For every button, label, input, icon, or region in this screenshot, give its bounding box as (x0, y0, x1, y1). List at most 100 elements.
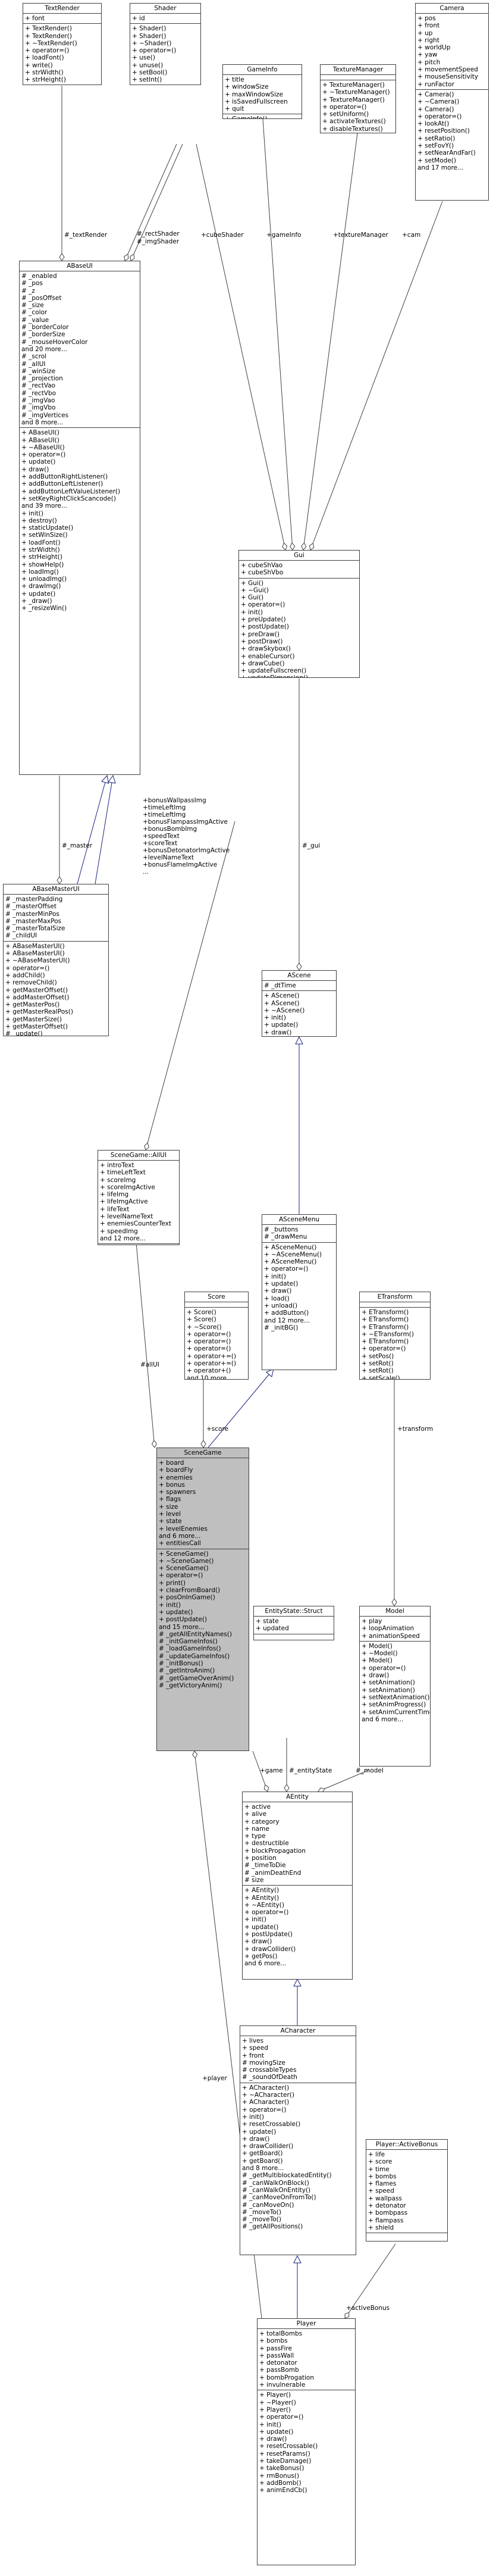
attribute: + time (368, 2165, 390, 2173)
gui-title: Gui (239, 551, 359, 561)
attribute: # _color (21, 309, 48, 317)
attribute: + destructible (244, 1840, 289, 1847)
camera-attributes: + pos+ front+ up+ right+ worldUp+ yaw+ p… (416, 14, 488, 90)
class-acharacter[interactable]: ACharacter+ lives+ speed+ front# movingS… (240, 2025, 356, 2255)
method: + ABaseUI() (21, 429, 59, 437)
attribute: # _projection (21, 375, 63, 383)
class-textrender[interactable]: TextRender+ font+ TextRender()+ TextRend… (23, 3, 102, 85)
class-gameinfo[interactable]: GameInfo+ title+ windowSize+ maxWindowSi… (222, 64, 302, 119)
attribute: + cubeShVbo (241, 569, 284, 577)
texturemanager-attributes (321, 75, 395, 80)
edge-texturemanager (301, 133, 358, 551)
aentity-methods: + AEntity()+ AEntity()+ ~AEntity()+ oper… (243, 1886, 352, 1968)
method: + getMasterOffset() (5, 1023, 68, 1031)
playeractivebonus-title: Player::ActiveBonus (366, 2140, 447, 2150)
acharacter-title: ACharacter (240, 2026, 356, 2036)
abasemasterui-methods: + ABaseMasterUI()+ ABaseMasterUI()+ ~ABa… (4, 942, 108, 1036)
method: + operator=() (25, 47, 70, 55)
method: + init() (264, 1014, 286, 1022)
edge-label-cam: +cam (402, 232, 420, 239)
allui-member-label: +bonusDetonatorImgActive (143, 847, 230, 854)
method: + activateTextures() (322, 118, 386, 126)
method: + load() (264, 1036, 334, 1037)
attribute: + flags (159, 1496, 181, 1503)
class-etransform[interactable]: ETransform+ ETransform()+ ETransform()+ … (359, 1292, 431, 1380)
playeractivebonus-methods (366, 2233, 447, 2238)
attribute: + speed (242, 2044, 268, 2052)
method: + destroy() (21, 517, 57, 524)
method: + ETransform() (362, 1316, 409, 1324)
scenegameallui-methods (98, 1244, 179, 1245)
edge-allui-members (144, 821, 235, 1151)
class-scenegame[interactable]: SceneGame+ board+ boardFly+ enemies+ bon… (156, 1448, 249, 1751)
attribute: + position (244, 1855, 277, 1862)
method: + setMode() (417, 157, 456, 164)
method: + draw() (362, 1672, 390, 1680)
aentity-title: AEntity (243, 1792, 352, 1802)
class-aentity[interactable]: AEntity+ active+ alive+ category+ name+ … (242, 1792, 353, 1980)
attribute: + bonus (159, 1481, 186, 1489)
camera-methods: + Camera()+ ~Camera()+ Camera()+ operato… (416, 90, 488, 173)
class-model[interactable]: Model+ play+ loopAnimation+ animationSpe… (359, 1606, 431, 1767)
attribute: + bombpass (368, 2209, 408, 2217)
class-entitystate[interactable]: EntityState::Struct+ state+ updated (253, 1606, 334, 1640)
method: + strWidth() (25, 69, 64, 77)
attribute: + levelNameText (100, 1213, 153, 1221)
class-ascenemenu[interactable]: ASceneMenu# _buttons# _drawMenu+ ASceneM… (262, 1214, 337, 1370)
class-camera[interactable]: Camera+ pos+ front+ up+ right+ worldUp+ … (415, 3, 489, 201)
attribute: # _masterMinPos (5, 910, 59, 918)
class-score[interactable]: Score+ Score()+ Score()+ ~Score()+ opera… (184, 1292, 249, 1380)
class-shader[interactable]: Shader+ id+ Shader()+ Shader()+ ~Shader(… (130, 3, 201, 85)
method: + ~Shader() (132, 39, 172, 47)
method: + TextureManager() (322, 82, 385, 89)
attribute: + passFire (259, 2344, 292, 2352)
attribute: # _imgVertices (21, 411, 69, 419)
edge-cam (309, 201, 443, 551)
method: # _getAllPositions() (242, 2223, 303, 2231)
method: + setScale() (362, 1374, 400, 1380)
method: + update() (159, 1608, 193, 1616)
method: + print() (159, 1579, 186, 1587)
edge-label-transform: +transform (397, 1425, 433, 1433)
abaseui-attributes: # _enabled# _pos# _z# _posOffset# _size#… (20, 271, 140, 429)
method: # _updateGameInfos() (159, 1652, 230, 1660)
method: + takeBonus() (259, 2465, 304, 2472)
method: + setFloat() (132, 84, 199, 85)
class-abasemasterui[interactable]: ABaseMasterUI# _masterPadding# _masterOf… (3, 884, 109, 1036)
attribute: + bombs (368, 2172, 397, 2180)
class-scenegameallui[interactable]: SceneGame::AllUI+ introText+ timeLeftTex… (98, 1150, 180, 1245)
attribute: + level (159, 1511, 181, 1518)
attribute: + totalBombs (259, 2330, 303, 2337)
class-player[interactable]: Player+ totalBombs+ bombs+ passFire+ pas… (257, 2318, 356, 2565)
method: + showHelp() (21, 561, 64, 568)
method: + _resizeWin() (21, 605, 67, 612)
method: + ETransform() (362, 1309, 409, 1316)
class-gui[interactable]: Gui+ cubeShVao+ cubeShVbo+ Gui()+ ~Gui()… (238, 550, 360, 678)
method: + AEntity() (244, 1894, 280, 1902)
method: + strHeight() (21, 554, 62, 561)
method: + addButtonLeftListener() (21, 480, 103, 488)
attribute: + spawners (159, 1489, 196, 1496)
class-playeractivebonus[interactable]: Player::ActiveBonus+ life+ score+ time+ … (366, 2139, 448, 2242)
attribute: # size (244, 1876, 264, 1884)
method: + operator=() (259, 2414, 304, 2421)
method: + Gui() (241, 579, 264, 587)
method: + draw() (242, 2135, 270, 2143)
class-abaseui[interactable]: ABaseUI# _enabled# _pos# _z# _posOffset#… (19, 261, 140, 775)
method: + drawImg() (21, 583, 61, 590)
method: + drawCollider() (242, 2143, 294, 2150)
abasemasterui-title: ABaseMasterUI (4, 884, 108, 895)
class-texturemanager[interactable]: TextureManager+ TextureManager()+ ~Textu… (320, 64, 396, 133)
class-ascene[interactable]: AScene# _dtTime+ AScene()+ AScene()+ ~AS… (262, 970, 337, 1037)
method: + Score() (187, 1309, 216, 1316)
method: + TextureManager() (322, 96, 385, 104)
model-methods: + Model()+ ~Model()+ Model()+ operator=(… (360, 1642, 430, 1724)
method: + GameInfo() (225, 115, 300, 118)
attribute: + name (244, 1825, 269, 1833)
gameinfo-title: GameInfo (223, 65, 302, 75)
attribute: + blockPropagation (244, 1847, 306, 1855)
method: + ~Player() (259, 2399, 296, 2406)
attribute: + enemies (159, 1474, 193, 1481)
attribute: + yaw (417, 51, 438, 59)
edge-rectshader (124, 143, 177, 261)
